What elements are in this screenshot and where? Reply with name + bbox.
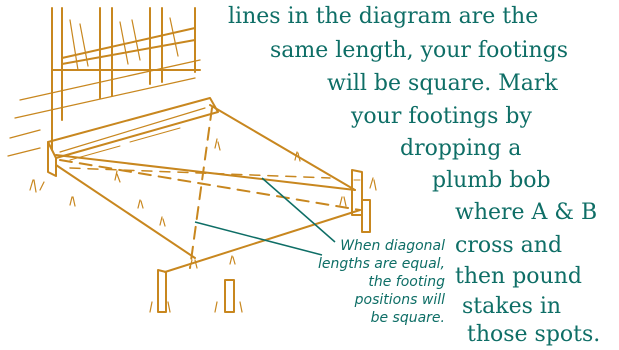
body-text-line-10: stakes in xyxy=(462,294,562,319)
body-text-line-1: lines in the diagram are the xyxy=(228,4,539,29)
body-text-line-8: cross and xyxy=(455,233,563,258)
body-text-line-11: those spots. xyxy=(467,322,601,347)
body-text-line-2: same length, your footings xyxy=(270,38,568,63)
body-text-line-7: where A & B xyxy=(455,200,598,225)
body-text-line-4: your footings by xyxy=(351,104,532,129)
stake-icon xyxy=(224,279,235,313)
callout-text-line-1: When diagonal xyxy=(340,238,445,254)
house-window-icon xyxy=(7,7,201,157)
stake-icon xyxy=(361,199,371,233)
callout-text-line-2: lengths are equal, xyxy=(317,256,445,272)
body-text-line-6: plumb bob xyxy=(432,168,551,193)
stake-icon xyxy=(157,269,167,313)
callout-text-line-4: positions will xyxy=(354,292,445,308)
callout-text-line-3: the footing xyxy=(368,274,445,290)
callout-text-line-5: be square. xyxy=(370,310,445,326)
body-text-line-9: then pound xyxy=(455,264,582,289)
body-text-line-3: will be square. Mark xyxy=(327,71,558,96)
body-text-line-5: dropping a xyxy=(400,136,522,161)
grass-tufts-icon xyxy=(29,138,377,313)
callout-leader-lines xyxy=(194,177,336,256)
stake-icon xyxy=(351,169,363,216)
